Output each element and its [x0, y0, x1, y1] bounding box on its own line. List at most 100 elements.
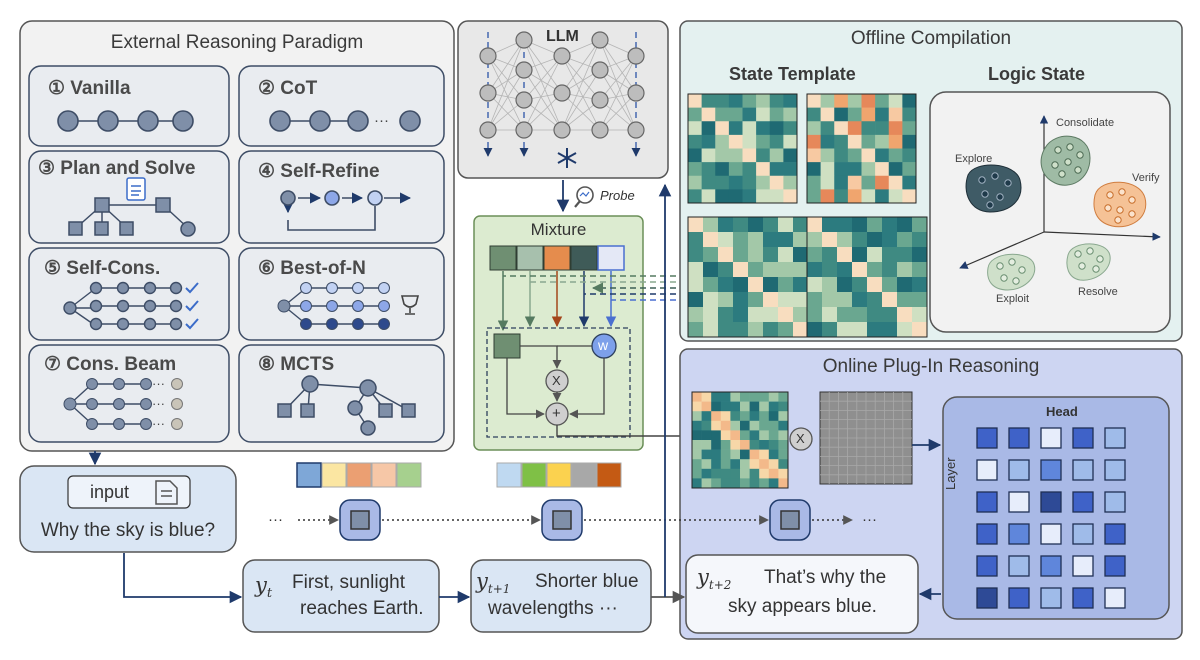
heat-cell — [715, 107, 730, 122]
step-1-sym: y — [255, 573, 267, 597]
heat-cell — [733, 262, 749, 278]
heat-cell — [820, 148, 835, 163]
paradigm-label-plan-solve: ③ Plan and Solve — [38, 158, 196, 179]
heat-cell — [837, 247, 853, 263]
heat-cell — [715, 94, 730, 108]
layer-label: Layer — [943, 457, 958, 490]
edge — [599, 39, 637, 94]
head-cell — [1072, 555, 1094, 577]
cluster-label-verify: Verify — [1132, 172, 1160, 184]
head-cell — [1104, 587, 1126, 609]
heat-cell — [688, 322, 704, 338]
cluster-dot — [1104, 204, 1112, 212]
cluster-label-exploit: Exploit — [996, 293, 1030, 305]
heat-cell — [756, 162, 771, 177]
heat-cell — [748, 277, 764, 293]
heat-cell — [733, 307, 749, 323]
step-2-line-1: Shorter blue — [535, 571, 639, 592]
heat-cell — [703, 292, 719, 308]
step-3-line-2: sky appears blue. — [728, 596, 877, 617]
mixture-internal-arrows — [506, 345, 605, 419]
heat-cell — [867, 322, 883, 338]
paradigm-label-self-cons: ⑤ Self-Cons. — [44, 258, 161, 279]
head-cell — [1040, 555, 1062, 577]
heat-cell — [703, 262, 719, 278]
paradigm-boxes — [28, 65, 445, 443]
probe-icon — [574, 186, 594, 208]
heat-cell — [768, 411, 779, 422]
neuron — [591, 31, 609, 49]
neuron — [627, 121, 645, 139]
heat-cell — [888, 148, 903, 163]
paradigm-label-cons-beam: ⑦ Cons. Beam — [44, 354, 177, 375]
heat-cell — [769, 148, 784, 163]
node — [300, 282, 312, 294]
heat-cell — [837, 217, 853, 233]
step-2-line-2: wavelengths ··· — [488, 598, 618, 619]
neuron — [515, 91, 533, 109]
heat-cell — [882, 262, 898, 278]
step-3-sub: t+2 — [708, 578, 732, 593]
heat-cell — [756, 107, 771, 122]
heat-cell — [882, 247, 898, 263]
heat-cell — [783, 94, 798, 108]
heat-cell — [783, 175, 798, 190]
neuron — [553, 47, 571, 65]
snowflake-icon — [557, 148, 577, 168]
cluster-dot — [1106, 191, 1114, 199]
online-panel-title: Online Plug-In Reasoning — [822, 356, 1040, 377]
heat-cell — [728, 134, 743, 149]
heat-cell — [748, 217, 764, 233]
heat-cell — [807, 277, 823, 293]
heat-cell — [715, 189, 730, 204]
heat-cell — [807, 134, 821, 149]
heat-cell — [847, 148, 862, 163]
head-cell — [1040, 523, 1062, 545]
cluster-label-explore: Explore — [955, 153, 993, 165]
right-ellipsis: ··· — [862, 511, 877, 528]
head-layer-grid — [976, 427, 1126, 609]
llm-label: LLM — [546, 28, 579, 45]
check-icon — [185, 282, 199, 294]
heat-cell — [740, 411, 750, 422]
paradigm-box-self-cons — [28, 247, 230, 341]
heat-cell — [733, 232, 749, 248]
heat-cell — [778, 232, 794, 248]
heat-cell — [711, 392, 722, 402]
heat-cell — [733, 277, 749, 293]
head-cell — [1104, 459, 1126, 481]
cluster-dot — [1128, 196, 1136, 204]
heat-cell — [897, 292, 913, 308]
cluster-dot — [1018, 266, 1026, 274]
heat-cell — [902, 148, 917, 163]
heat-cell — [763, 247, 779, 263]
heat-cell — [783, 162, 798, 177]
heat-cell — [888, 107, 903, 122]
heat-cell — [837, 232, 853, 248]
heat-cell — [778, 468, 789, 479]
heat-cell — [701, 148, 716, 163]
cluster-dot — [1058, 170, 1066, 178]
online-multiply-symbol: X — [796, 431, 805, 446]
heat-cell — [730, 468, 741, 479]
heat-cell — [793, 322, 809, 338]
heat-cell — [820, 134, 835, 149]
heat-cell — [867, 262, 883, 278]
heat-cell — [807, 148, 821, 163]
input-label-box — [67, 475, 191, 509]
cons-beam-ellipsis-1: ··· — [152, 376, 165, 391]
heat-cell — [692, 430, 702, 441]
edge — [561, 69, 601, 131]
heat-cell — [701, 478, 712, 489]
cluster-dot — [991, 172, 999, 180]
heat-cell — [852, 232, 868, 248]
step-3-line-1: That’s why the — [764, 567, 887, 588]
template-feedback-arrows — [503, 275, 686, 301]
mcts-tree — [277, 375, 416, 436]
llm-network — [479, 31, 645, 157]
cluster-dot — [1054, 146, 1062, 154]
head-cell — [976, 523, 998, 545]
heat-cell — [763, 307, 779, 323]
cluster-dot — [1074, 166, 1082, 174]
neuron — [515, 31, 533, 49]
